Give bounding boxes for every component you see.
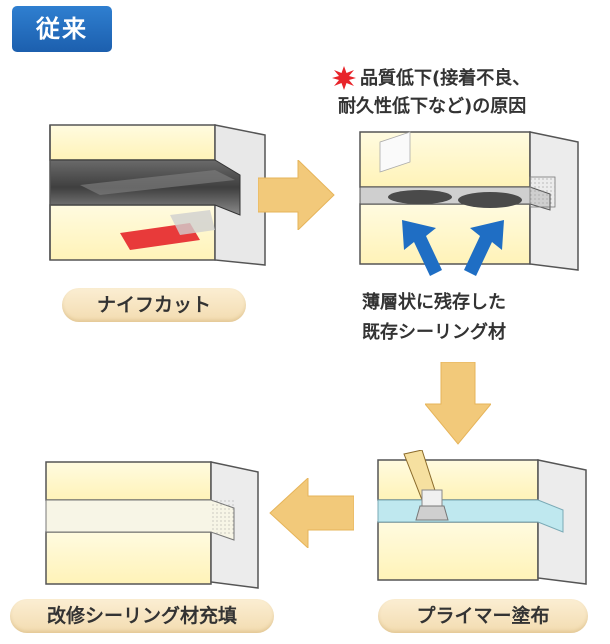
arrow-right-1 <box>258 160 335 230</box>
warning-line-1: 品質低下(接着不良、 <box>360 68 531 89</box>
header-badge: 従来 <box>12 6 112 52</box>
residue-line-2: 既存シーリング材 <box>362 322 506 343</box>
panel-primer <box>377 450 587 585</box>
step-label-primer: プライマー塗布 <box>378 599 588 633</box>
panel-knife-cut <box>49 124 266 266</box>
arrow-down <box>425 362 491 445</box>
step-label-knife-cut: ナイフカット <box>62 288 246 322</box>
blue-arrow-left <box>402 220 442 276</box>
blue-arrow-right <box>464 220 504 276</box>
warning-star-icon <box>332 66 356 90</box>
step-label-refill: 改修シーリング材充填 <box>10 599 274 633</box>
arrow-left <box>269 478 354 548</box>
warning-line-2: 耐久性低下など)の原因 <box>338 96 527 117</box>
residue-line-1: 薄層状に残存した <box>362 292 506 313</box>
panel-residue <box>359 131 579 271</box>
panel-refill <box>45 461 259 589</box>
